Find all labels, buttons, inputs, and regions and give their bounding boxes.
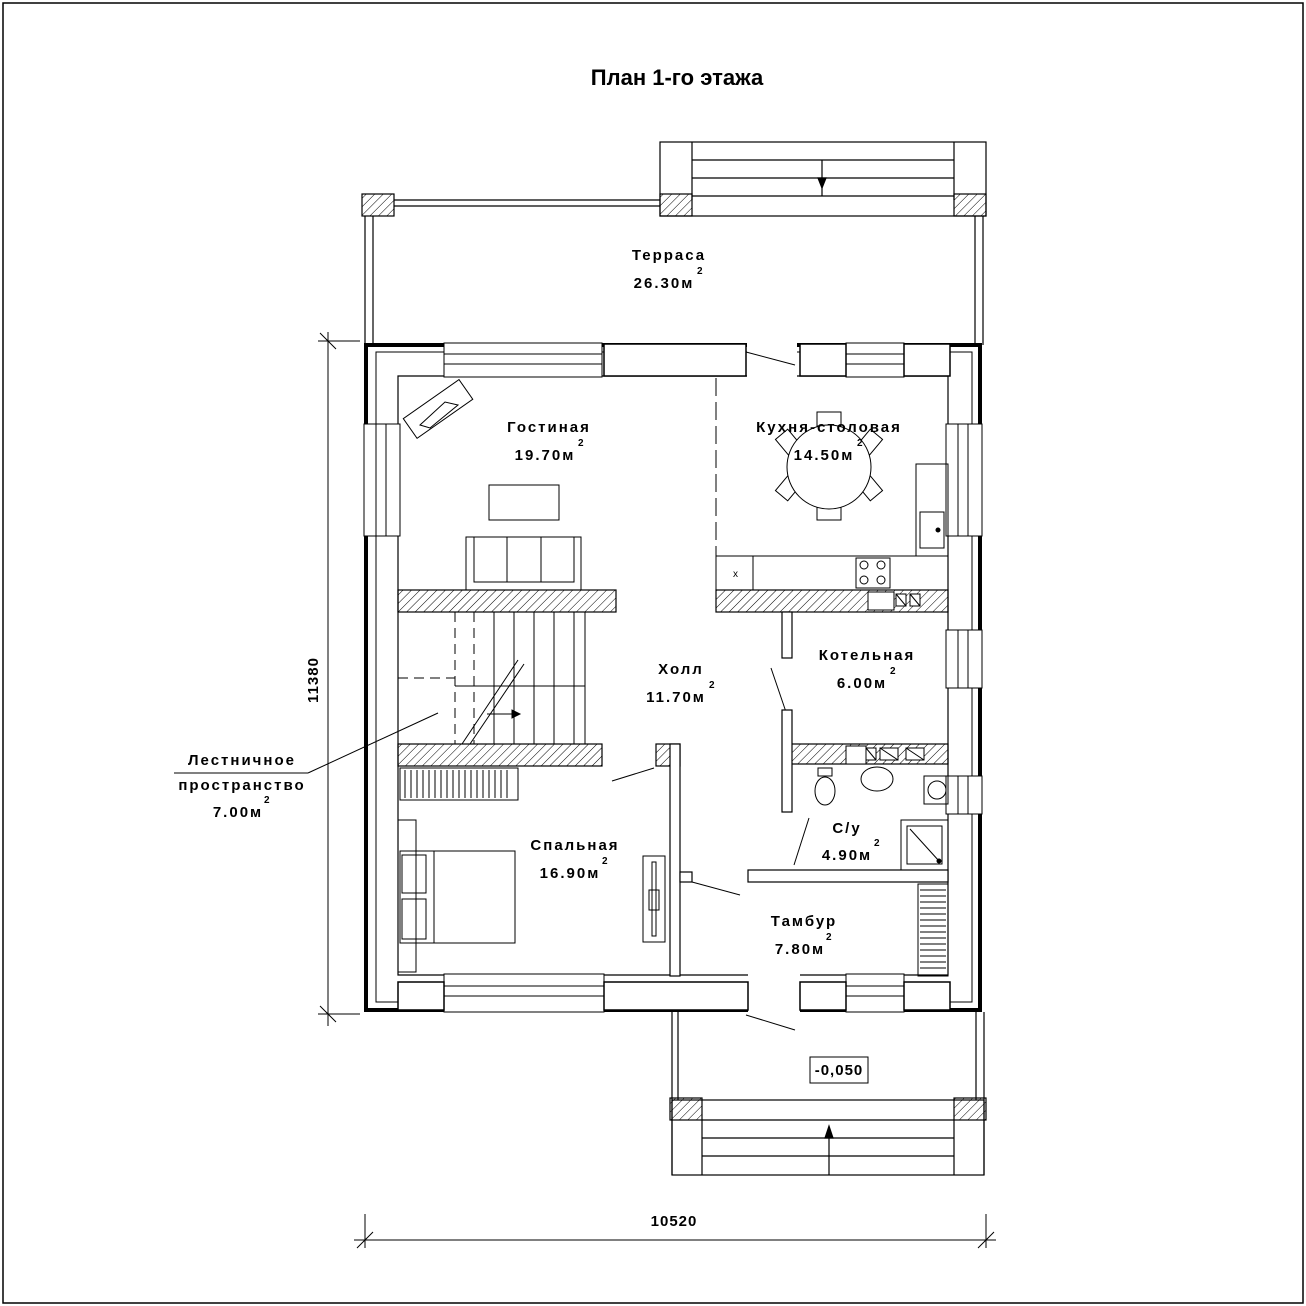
svg-text:2: 2 — [826, 932, 832, 943]
svg-text:Терраса: Терраса — [632, 247, 706, 264]
room-label-living: Гостиная 19.70м 2 — [507, 419, 591, 464]
appliance-mark: x — [733, 569, 738, 580]
sofa-icon — [465, 536, 582, 591]
svg-text:2: 2 — [857, 438, 863, 449]
room-label-hall: Холл 11.70м 2 — [646, 661, 715, 706]
room-label-boiler: Котельная 6.00м 2 — [819, 647, 916, 692]
svg-text:2: 2 — [697, 266, 703, 277]
staircase — [398, 612, 586, 745]
svg-text:Тамбур: Тамбур — [771, 913, 837, 930]
dresser-icon — [642, 855, 666, 943]
level-mark: -0,050 — [815, 1062, 864, 1079]
dimension-height: 11380 — [305, 657, 322, 703]
svg-text:19.70м: 19.70м — [515, 447, 576, 464]
svg-text:2: 2 — [709, 680, 715, 691]
entrance-porch — [671, 1012, 985, 1176]
dining-table-icon — [774, 411, 884, 521]
page-title: План 1-го этажа — [591, 65, 764, 90]
svg-text:7.00м: 7.00м — [213, 804, 263, 821]
svg-text:2: 2 — [890, 666, 896, 677]
svg-text:2: 2 — [874, 838, 880, 849]
armchair-icon — [402, 378, 474, 439]
windows — [363, 342, 983, 1013]
svg-text:2: 2 — [602, 856, 608, 867]
svg-text:пространство: пространство — [178, 777, 305, 794]
dimension-width: 10520 — [651, 1213, 698, 1230]
svg-text:16.90м: 16.90м — [540, 865, 601, 882]
svg-text:Гостиная: Гостиная — [507, 419, 591, 436]
svg-text:Кухня-столовая: Кухня-столовая — [756, 419, 902, 436]
svg-text:Холл: Холл — [658, 661, 704, 678]
room-label-stairs: Лестничное пространство 7.00м 2 — [178, 752, 305, 821]
wall-piers — [397, 343, 951, 1011]
room-label-bathroom: С/у 4.90м 2 — [822, 820, 880, 864]
svg-text:11.70м: 11.70м — [646, 689, 706, 706]
svg-text:Спальная: Спальная — [530, 837, 619, 854]
svg-text:4.90м: 4.90м — [822, 847, 872, 864]
dimension-lines — [318, 332, 996, 1249]
svg-text:Лестничное: Лестничное — [188, 752, 296, 769]
svg-text:Котельная: Котельная — [819, 647, 916, 664]
svg-text:С/у: С/у — [832, 820, 861, 837]
terrace-columns — [361, 193, 987, 217]
svg-text:2: 2 — [264, 795, 270, 806]
terrace-structure — [364, 141, 987, 345]
wardrobe-icon — [399, 767, 519, 801]
kitchen-counter — [715, 463, 949, 591]
coffee-table-icon — [488, 484, 560, 521]
bathroom-fixtures — [814, 766, 949, 871]
room-label-bedroom: Спальная 16.90м 2 — [530, 837, 619, 882]
vent-shafts — [845, 591, 925, 765]
door-swings — [611, 351, 810, 1031]
svg-text:14.50м: 14.50м — [794, 447, 855, 464]
bed-icon — [397, 819, 516, 973]
svg-text:2: 2 — [578, 438, 584, 449]
room-label-terrace: Терраса 26.30м 2 — [632, 247, 706, 292]
svg-text:7.80м: 7.80м — [775, 941, 825, 958]
svg-text:26.30м: 26.30м — [634, 275, 695, 292]
room-label-vestibule: Тамбур 7.80м 2 — [771, 913, 837, 958]
closet-icon — [917, 883, 949, 977]
level-mark-box — [809, 1056, 869, 1084]
partition-walls — [669, 611, 949, 977]
porch-columns — [669, 1097, 987, 1121]
stair-leader — [174, 712, 439, 774]
room-label-kitchen: Кухня-столовая 14.50м 2 — [756, 419, 902, 464]
svg-text:6.00м: 6.00м — [837, 675, 887, 692]
